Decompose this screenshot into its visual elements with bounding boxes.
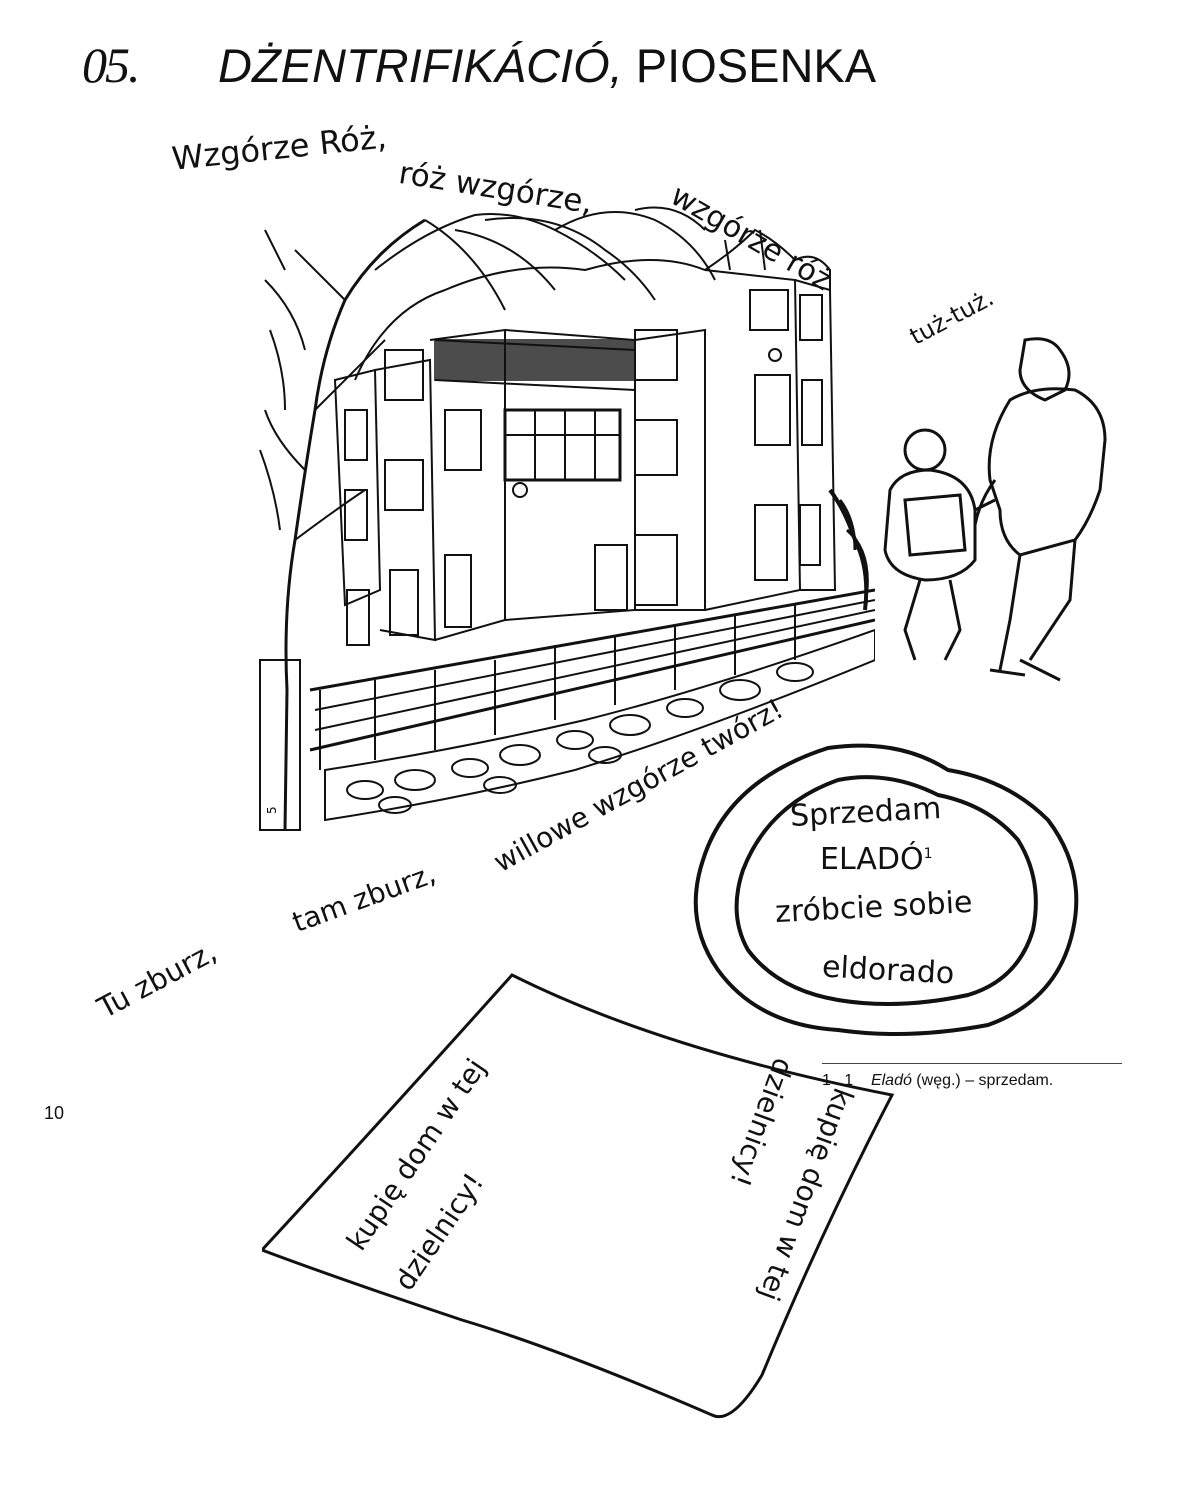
sketch-mark: 5 <box>265 806 279 814</box>
villa-building <box>333 228 837 646</box>
sign-footnote-mark: 1 <box>923 846 933 862</box>
sign-line-2-text: ELADÓ <box>820 842 924 877</box>
page-number: 10 <box>44 1103 65 1123</box>
footnote-number: 1 <box>822 1072 831 1089</box>
child-figure <box>883 428 996 661</box>
villa-illustration: 5 <box>259 206 875 831</box>
trees <box>259 206 869 831</box>
chapter-title: DŻENTRIFIKÁCIÓ, PIOSENKA <box>218 42 876 89</box>
lyric-line-7: Tu zburz, <box>92 934 223 1026</box>
chapter-number: 05. <box>82 37 140 93</box>
chapter-title-rest: PIOSENKA <box>622 39 877 92</box>
lyric-line-1: Wzgórze Róż, <box>170 117 389 178</box>
footnote-text: (węg.) – sprzedam. <box>911 1072 1054 1089</box>
lyric-line-6: tam zburz, <box>288 856 440 940</box>
footnote: 1 1 Eladó (węg.) – sprzedam. <box>822 1072 1053 1090</box>
walking-people-illustration <box>883 337 1107 682</box>
footnote-mark: 1 <box>844 1072 854 1089</box>
sign-line-2: ELADÓ1 <box>820 842 933 877</box>
footnote-rule <box>822 1063 1122 1064</box>
adult-figure <box>973 337 1107 682</box>
fence-and-wall <box>259 588 875 831</box>
chapter-title-italic: DŻENTRIFIKÁCIÓ, <box>218 39 623 92</box>
for-sale-sign-border <box>693 743 1079 1036</box>
footnote-term: Eladó <box>870 1072 912 1089</box>
paper-note <box>262 973 895 1418</box>
